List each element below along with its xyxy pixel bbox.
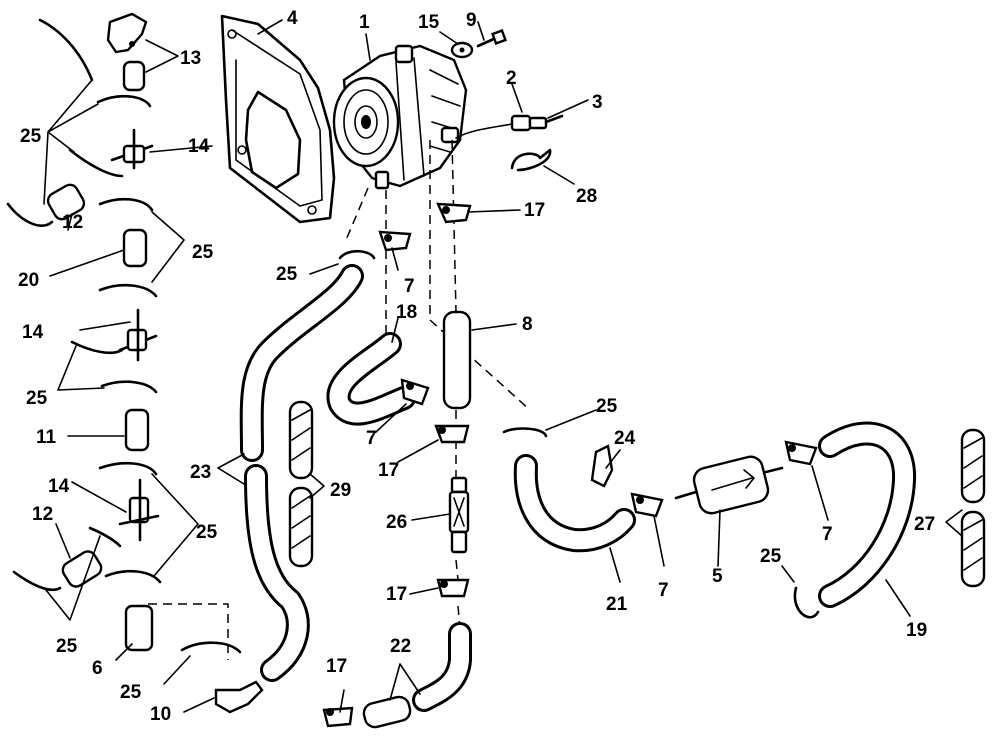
elbow-fitting	[214, 680, 264, 714]
leader-lines	[43, 19, 963, 713]
hose-clamps-screw	[322, 202, 818, 728]
tee-fitting	[118, 478, 160, 542]
callout-27: 27	[914, 514, 935, 535]
hose-bracket	[590, 444, 614, 488]
callout-7: 7	[404, 276, 415, 297]
hose-sleeve	[960, 428, 986, 588]
hose-connector	[122, 228, 148, 268]
callout-25: 25	[196, 522, 218, 543]
callout-20: 20	[18, 270, 39, 291]
callout-7: 7	[366, 428, 377, 449]
tee-fitting	[118, 308, 158, 362]
hose-connector	[124, 408, 150, 452]
callout-25: 25	[192, 242, 214, 263]
callout-22: 22	[390, 636, 411, 657]
callout-14: 14	[188, 136, 210, 157]
fuel-hose-straight	[442, 310, 472, 410]
callout-25: 25	[596, 396, 618, 417]
fuel-hose-long	[239, 264, 364, 682]
check-valve	[448, 476, 470, 554]
mounting-bracket	[220, 14, 336, 224]
callout-14: 14	[22, 322, 44, 343]
hose-connector	[122, 60, 146, 92]
callout-12: 12	[32, 504, 53, 525]
callout-12: 12	[62, 212, 83, 233]
callout-25: 25	[760, 546, 782, 567]
screw	[476, 29, 507, 48]
callout-29: 29	[330, 480, 351, 501]
fuel-hose-short	[46, 183, 86, 221]
callout-18: 18	[396, 302, 417, 323]
callout-1: 1	[359, 12, 370, 33]
retaining-clip	[510, 148, 552, 172]
hose-clamps	[6, 18, 820, 654]
callout-15: 15	[418, 12, 440, 33]
callout-7: 7	[658, 580, 669, 601]
callout-23: 23	[190, 462, 211, 483]
sensor-switch	[455, 114, 564, 139]
assembly-lines	[148, 139, 531, 660]
callout-8: 8	[522, 314, 533, 335]
callout-5: 5	[712, 566, 723, 587]
gasket	[450, 41, 474, 59]
callout-13: 13	[180, 48, 201, 69]
callout-4: 4	[287, 8, 298, 29]
fuel-hose-short	[61, 550, 103, 588]
fuel-pump	[332, 44, 468, 190]
callout-25: 25	[56, 636, 78, 657]
callout-17: 17	[378, 460, 399, 481]
fuel-hose-u	[818, 421, 917, 608]
callout-25: 25	[20, 126, 42, 147]
hose-sleeve	[288, 400, 314, 568]
callout-26: 26	[386, 512, 407, 533]
callout-2: 2	[506, 68, 517, 89]
callout-25: 25	[26, 388, 48, 409]
callout-7: 7	[822, 524, 833, 545]
callout-10: 10	[150, 704, 171, 725]
tee-fitting	[110, 128, 154, 170]
fuel-hose-pair	[362, 622, 472, 729]
callout-24: 24	[614, 428, 636, 449]
callout-11: 11	[36, 427, 57, 448]
callout-17: 17	[386, 584, 407, 605]
callout-25: 25	[276, 264, 298, 285]
callout-28: 28	[576, 186, 597, 207]
fuel-hose-bent	[326, 332, 416, 426]
callout-19: 19	[906, 620, 927, 641]
fuel-hose-elbow	[513, 454, 636, 553]
hose-connector	[124, 604, 154, 652]
fuel-filter	[674, 455, 784, 515]
callout-17: 17	[326, 656, 347, 677]
callout-17: 17	[524, 200, 545, 221]
callout-25: 25	[120, 682, 142, 703]
callout-9: 9	[466, 10, 477, 31]
callout-6: 6	[92, 658, 103, 679]
callout-labels: 1 2 3 4 5 6 7 7 7 7 8 9 10 11 12 12 13 1…	[18, 8, 935, 725]
callout-21: 21	[606, 594, 628, 615]
callout-14: 14	[48, 476, 70, 497]
callout-3: 3	[592, 92, 603, 113]
elbow-fitting	[106, 12, 148, 54]
